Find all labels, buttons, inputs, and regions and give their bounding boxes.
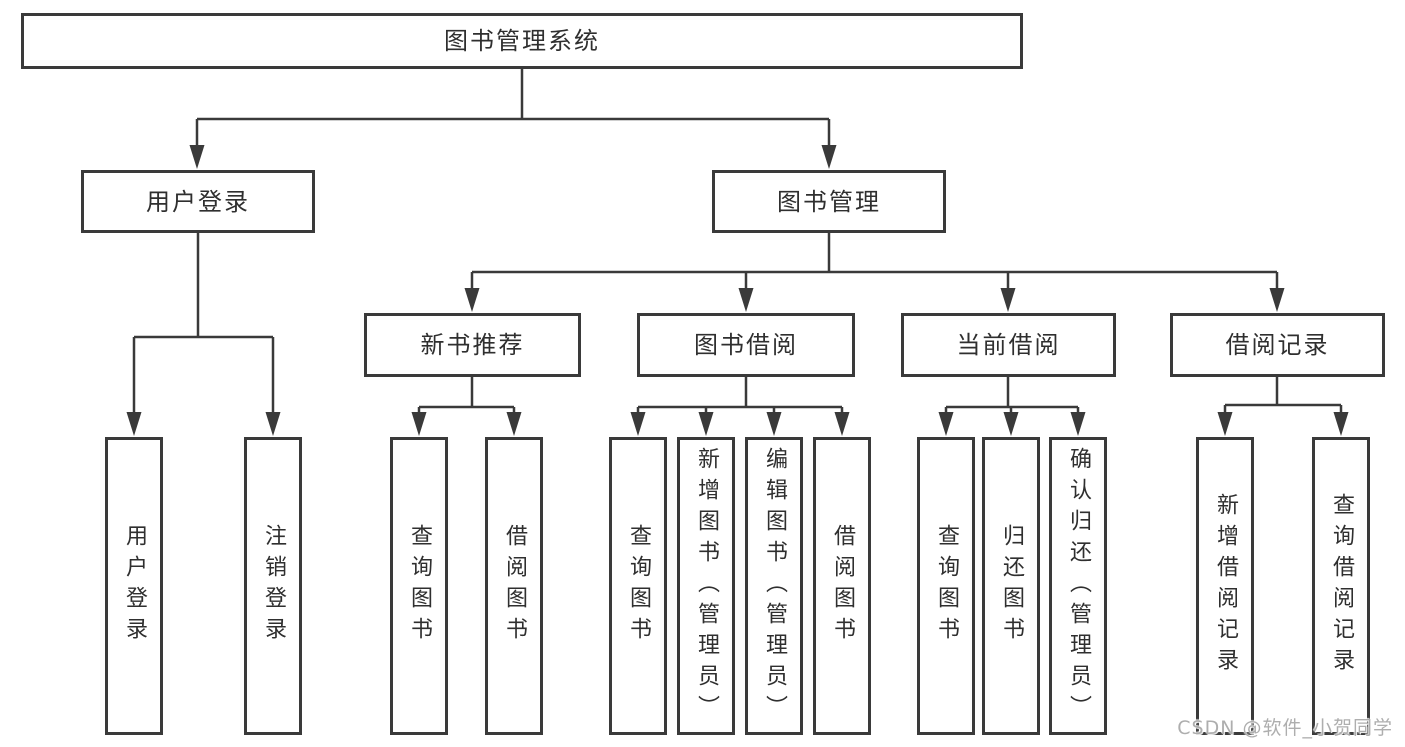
leaf-label: 新增借阅记录 (1213, 493, 1238, 679)
node-new-book-recommendation: 新书推荐 (364, 313, 581, 377)
node-label: 图书借阅 (694, 331, 798, 359)
leaf-user-login: 用户登录 (105, 437, 163, 735)
node-label: 图书管理系统 (444, 27, 600, 55)
arrowheads (126, 145, 1349, 436)
node-label: 借阅记录 (1225, 331, 1330, 359)
leaf-label: 注销登录 (261, 524, 286, 648)
leaf-label: 查询图书 (934, 524, 959, 648)
node-label: 图书管理 (777, 187, 881, 216)
leaf-query-books-recommend: 查询图书 (390, 437, 448, 735)
leaf-borrow-books: 借阅图书 (813, 437, 871, 735)
node-borrowing-records: 借阅记录 (1170, 313, 1385, 377)
node-label: 当前借阅 (956, 331, 1061, 359)
leaf-label: 确认归还（管理员） (1066, 446, 1091, 726)
leaf-label: 查询借阅记录 (1329, 493, 1354, 679)
node-book-management: 图书管理 (712, 170, 946, 233)
leaf-confirm-return-admin: 确认归还（管理员） (1049, 437, 1107, 735)
leaf-label: 查询图书 (407, 524, 432, 648)
leaf-label: 新增图书（管理员） (694, 446, 719, 726)
leaf-label: 借阅图书 (502, 524, 527, 648)
node-book-borrowing: 图书借阅 (637, 313, 855, 377)
leaf-edit-books-admin: 编辑图书（管理员） (745, 437, 803, 735)
node-current-borrowing: 当前借阅 (901, 313, 1116, 377)
leaf-label: 借阅图书 (830, 524, 855, 648)
csdn-watermark: CSDN @软件_小贺同学 (1177, 717, 1393, 739)
leaf-add-borrow-record: 新增借阅记录 (1196, 437, 1254, 735)
leaf-label: 归还图书 (999, 524, 1024, 648)
leaf-borrow-books-recommend: 借阅图书 (485, 437, 543, 735)
leaf-query-borrow-record: 查询借阅记录 (1312, 437, 1370, 735)
leaf-return-books: 归还图书 (982, 437, 1040, 735)
leaf-query-books-current: 查询图书 (917, 437, 975, 735)
leaf-label: 用户登录 (122, 524, 147, 648)
node-user-login: 用户登录 (81, 170, 315, 233)
node-library-management-system: 图书管理系统 (21, 13, 1023, 69)
leaf-label: 编辑图书（管理员） (762, 446, 787, 726)
node-label: 用户登录 (146, 187, 250, 216)
leaf-add-books-admin: 新增图书（管理员） (677, 437, 735, 735)
leaf-label: 查询图书 (626, 524, 651, 648)
leaf-logout: 注销登录 (244, 437, 302, 735)
leaf-query-books-borrow: 查询图书 (609, 437, 667, 735)
node-label: 新书推荐 (420, 331, 525, 359)
